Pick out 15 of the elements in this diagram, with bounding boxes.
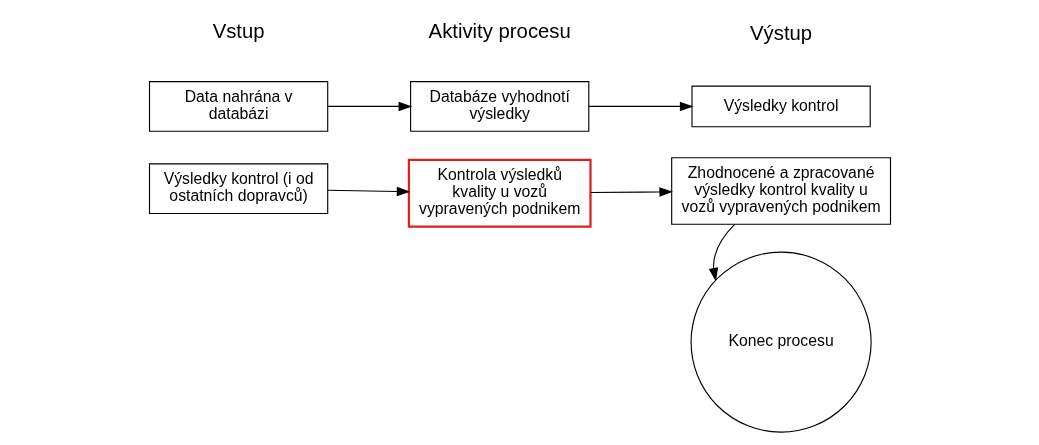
arrow [589, 187, 673, 197]
arrow [708, 223, 735, 282]
label: Výstup [749, 22, 812, 45]
node-box: Data nahrána v databázi [148, 81, 328, 132]
arrow [326, 186, 410, 197]
node-box: Kontrola výsledků kvality u vozů vypravených podnikem [407, 158, 592, 228]
arrow [588, 101, 693, 112]
node-box: Výsledky kontrol (i od ostatních dopravců) [148, 163, 328, 215]
node-box: Zhodnocené a zpracované výsledky kontrol kvality u vozů vypravených podnikem [670, 157, 891, 225]
node-circle: Konec procesu [690, 251, 872, 433]
arrow [326, 101, 412, 112]
node-box: Databáze vyhodnotí výsledky [409, 81, 589, 132]
node-box: Výsledky kontrol [690, 85, 871, 128]
label: Aktivity procesu [428, 20, 571, 43]
label: Vstup [212, 20, 265, 43]
